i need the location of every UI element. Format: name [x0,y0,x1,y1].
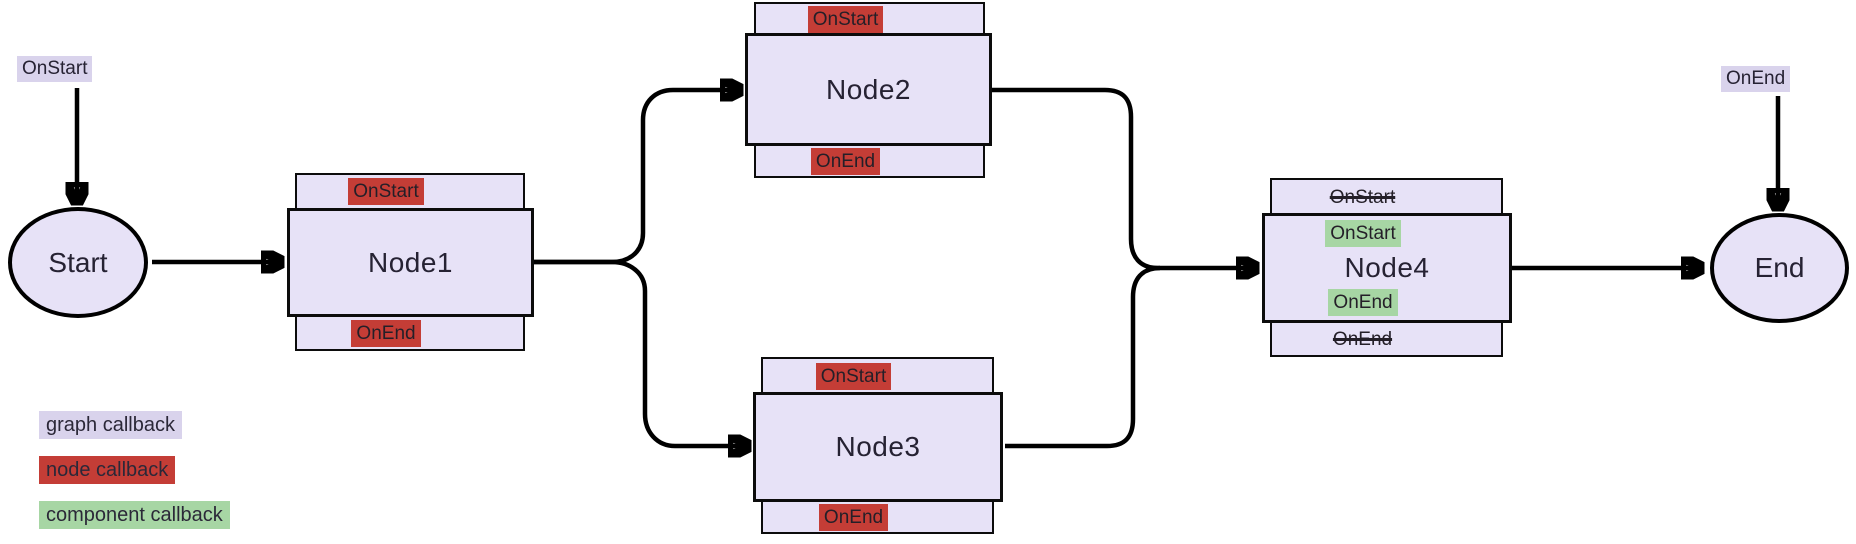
end-node-label: End [1754,252,1805,283]
node2-bottom-strip: OnEnd [754,144,985,178]
node3-bottom-strip: OnEnd [761,500,994,534]
legend-component-callback: component callback [39,501,230,529]
end-node: End [1710,213,1849,323]
node3-onstart-callback: OnStart [815,362,892,390]
start-node-label: Start [48,246,108,278]
node1: Node1 [287,208,534,317]
node3-onend-callback: OnEnd [818,503,889,531]
node4-component-onend-callback: OnEnd [1328,289,1398,316]
start-node: Start [8,207,148,318]
node2-title: Node2 [825,73,911,105]
node4-onstart-callback-disabled: OnStart [1329,186,1396,208]
edge-node3-to-node4 [1005,265,1161,449]
node2: Node2 [745,33,992,146]
node4-top-strip: OnStart [1270,178,1503,216]
legend-graph-callback: graph callback [39,411,182,439]
node3: Node3 [753,392,1003,502]
edge-node2-to-node4 [992,87,1256,268]
node3-top-strip: OnStart [761,357,994,395]
node4: OnStart Node4 OnEnd [1262,213,1512,323]
node1-top-strip: OnStart [295,173,525,210]
node4-onend-callback-disabled: OnEnd [1332,328,1393,350]
node1-onstart-callback: OnStart [348,178,424,205]
edge-node1-to-node2 [534,90,740,265]
node4-bottom-strip: OnEnd [1270,321,1503,357]
node4-component-onstart-callback: OnStart [1325,220,1401,247]
node2-onstart-callback: OnStart [807,5,884,33]
node3-title: Node3 [835,431,921,462]
node1-onend-callback: OnEnd [351,319,421,347]
node2-onend-callback: OnEnd [810,147,881,175]
edge-node1-to-node3 [534,259,748,446]
graph-onend-label: OnEnd [1721,66,1791,92]
node4-title: Node4 [1344,252,1430,283]
legend-node-callback: node callback [39,456,176,484]
node1-bottom-strip: OnEnd [295,315,525,351]
node2-top-strip: OnStart [754,2,985,36]
graph-onstart-label: OnStart [17,56,93,82]
node1-title: Node1 [367,246,453,278]
